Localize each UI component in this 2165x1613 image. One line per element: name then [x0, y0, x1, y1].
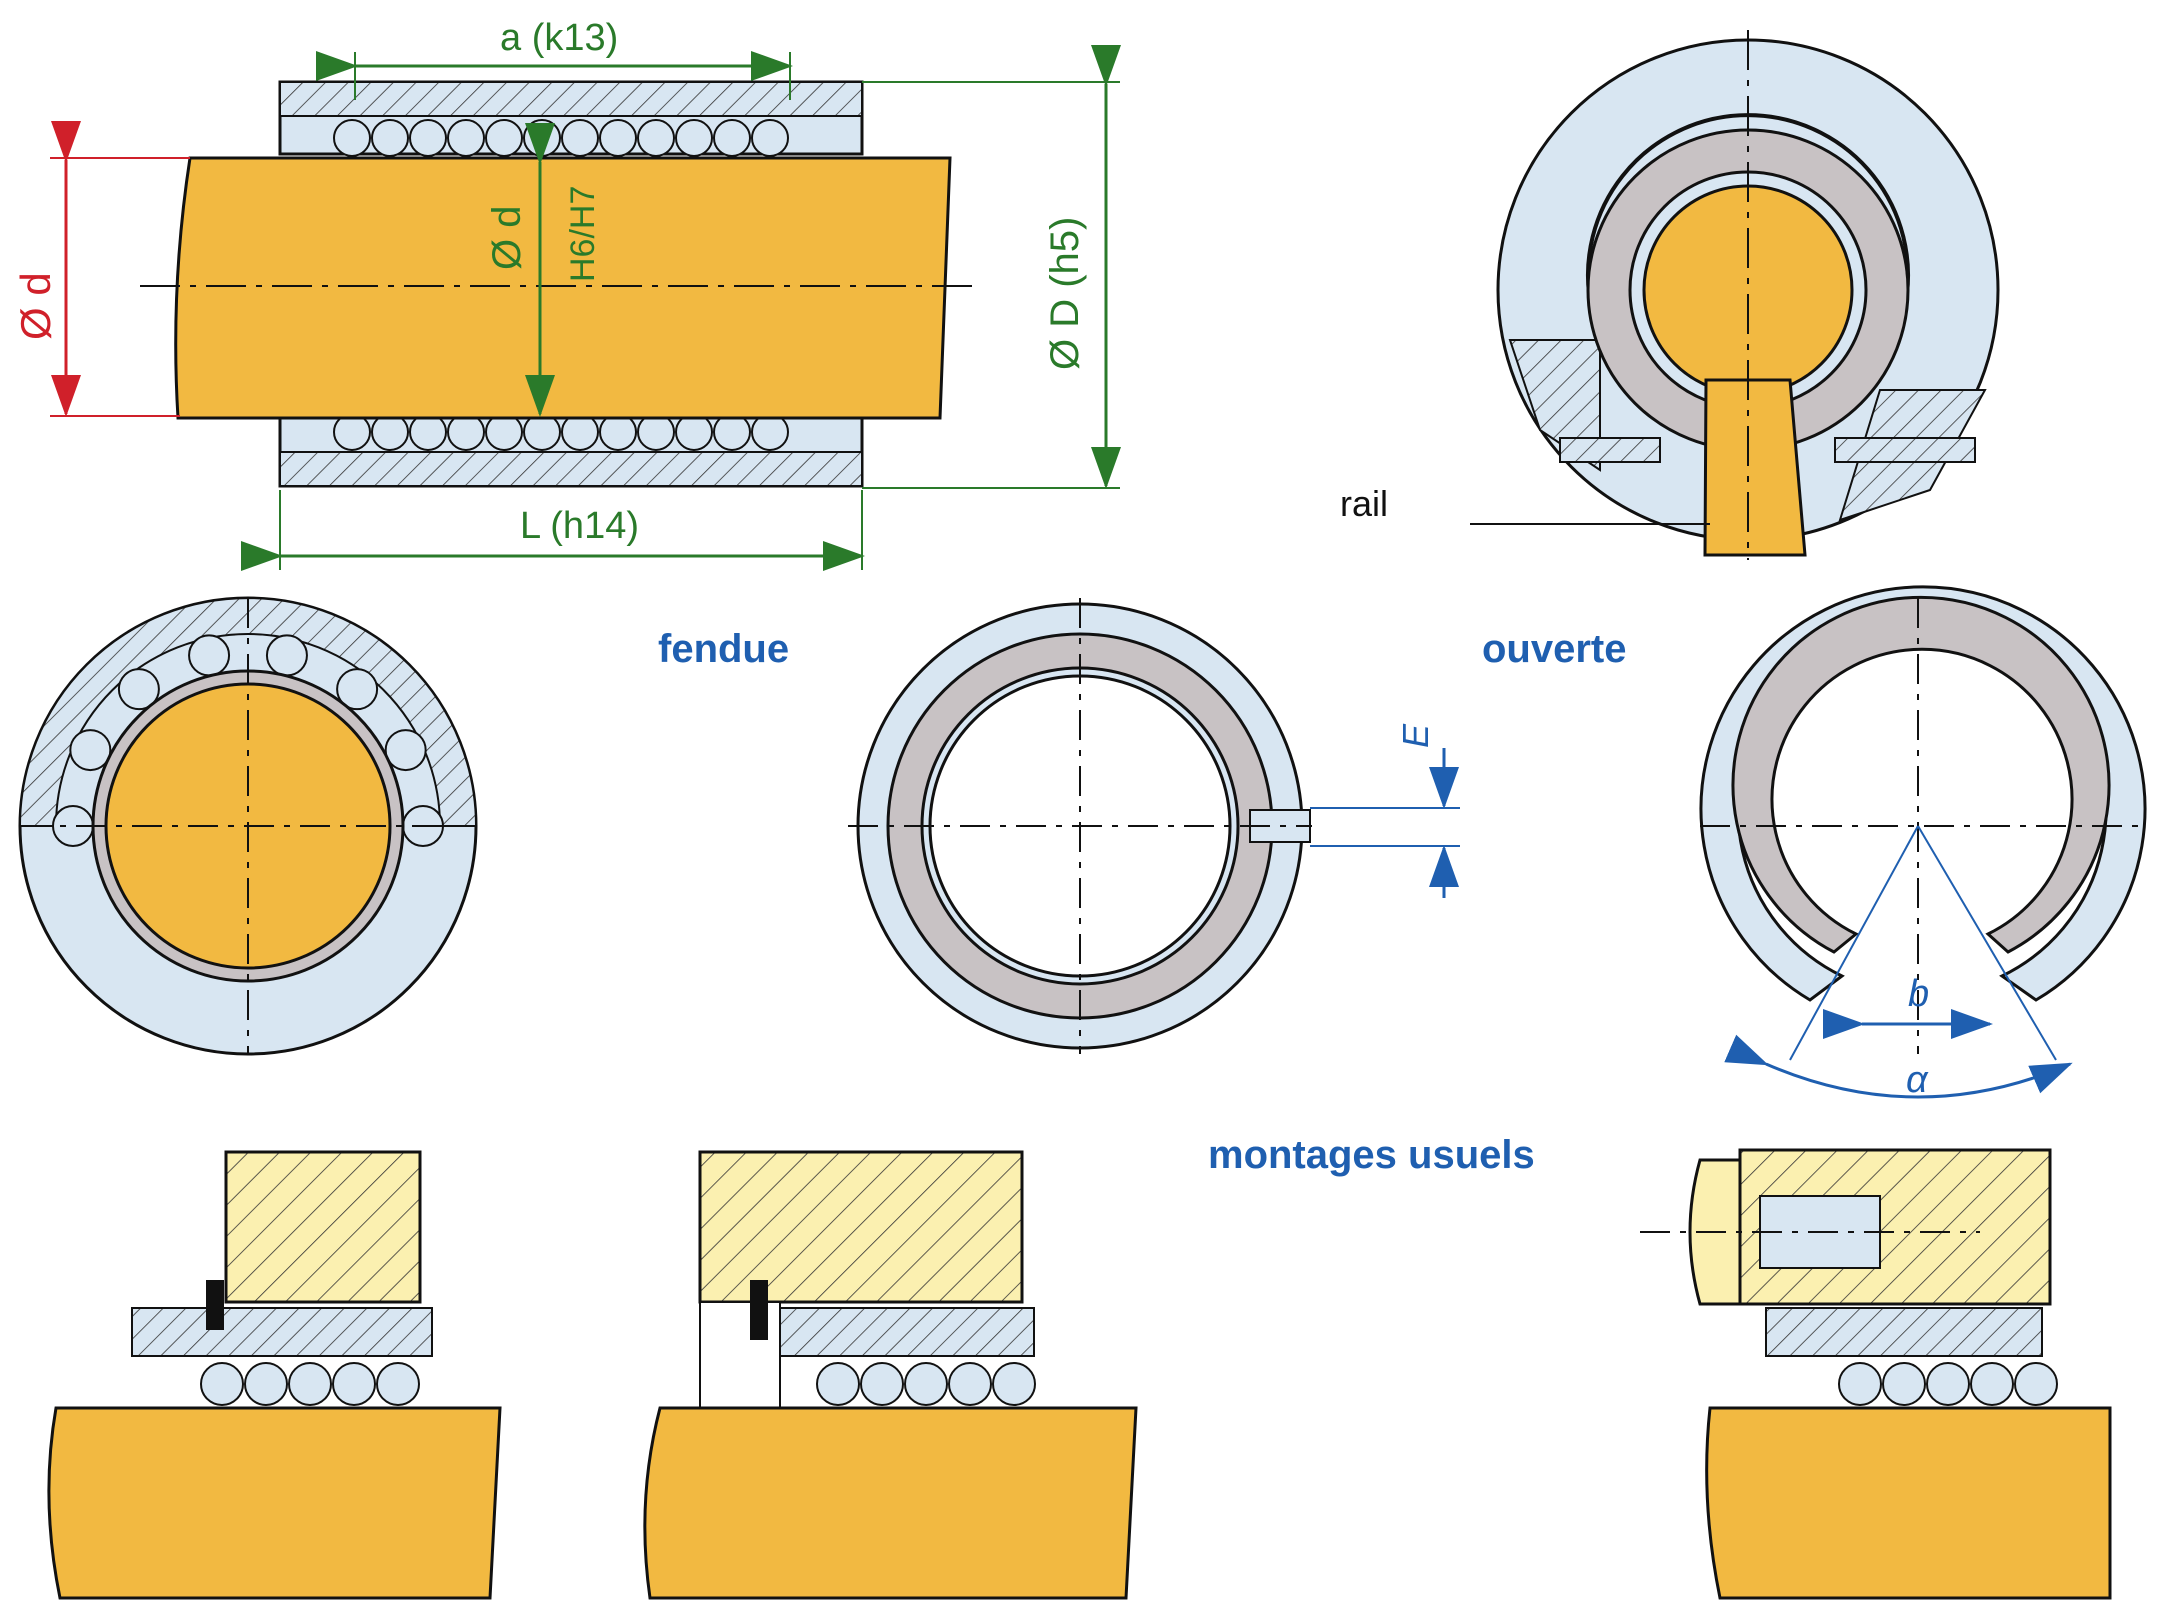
shaft: [174, 156, 952, 420]
ball: [948, 1362, 992, 1406]
ball: [447, 119, 485, 157]
ball: [1882, 1362, 1926, 1406]
ball: [599, 119, 637, 157]
ball: [244, 1362, 288, 1406]
ball: [371, 119, 409, 157]
ball: [637, 119, 675, 157]
ball: [1926, 1362, 1970, 1406]
mounting-3: [1640, 1148, 2112, 1600]
top-ball-row: [333, 119, 789, 157]
ball: [1838, 1362, 1882, 1406]
heading-montages-usuels: montages usuels: [1208, 1133, 1535, 1177]
dim-L-label: L (h14): [520, 505, 639, 547]
ball: [200, 1362, 244, 1406]
mounting-2: [643, 1150, 1138, 1600]
longitudinal-section: [50, 45, 1121, 571]
dim-d-left-label: Ø d: [12, 272, 59, 340]
dim-D-label: Ø D (h5): [1043, 217, 1087, 370]
rail-label: rail: [1340, 483, 1388, 524]
cross-section-fendue: [848, 598, 1460, 1054]
ball: [751, 119, 789, 157]
heading-ouverte: ouverte: [1482, 627, 1627, 671]
ball: [336, 668, 379, 711]
ball: [117, 668, 160, 711]
heading-fendue: fendue: [658, 627, 789, 671]
bottom-ball-row: [333, 413, 789, 451]
ball: [69, 729, 112, 772]
dim-a-label: a (k13): [500, 17, 618, 59]
ball: [904, 1362, 948, 1406]
ball: [2014, 1362, 2058, 1406]
rail-mounting: [1470, 30, 2000, 560]
ball: [675, 119, 713, 157]
ball: [992, 1362, 1036, 1406]
ball: [713, 119, 751, 157]
dim-E-label: E: [1395, 723, 1436, 748]
cross-section-ouverte: [1699, 585, 2147, 1099]
ball: [333, 119, 371, 157]
ball: [1970, 1362, 2014, 1406]
ball: [376, 1362, 420, 1406]
ball: [384, 729, 427, 772]
ball: [265, 634, 308, 677]
mounting-1: [47, 1150, 502, 1600]
rail: [1703, 378, 1807, 557]
dim-d-inner-label: Ø d: [485, 206, 529, 270]
ball: [332, 1362, 376, 1406]
ball: [485, 119, 523, 157]
ball: [523, 119, 561, 157]
ball: [188, 634, 231, 677]
ball: [816, 1362, 860, 1406]
dim-alpha-label: α: [1906, 1059, 1929, 1101]
ball: [860, 1362, 904, 1406]
ball: [288, 1362, 332, 1406]
cross-section-standard: [18, 596, 478, 1056]
ball: [409, 119, 447, 157]
ball: [561, 119, 599, 157]
dim-b-label: b: [1908, 973, 1929, 1015]
fit-label: H6/H7: [564, 186, 602, 282]
